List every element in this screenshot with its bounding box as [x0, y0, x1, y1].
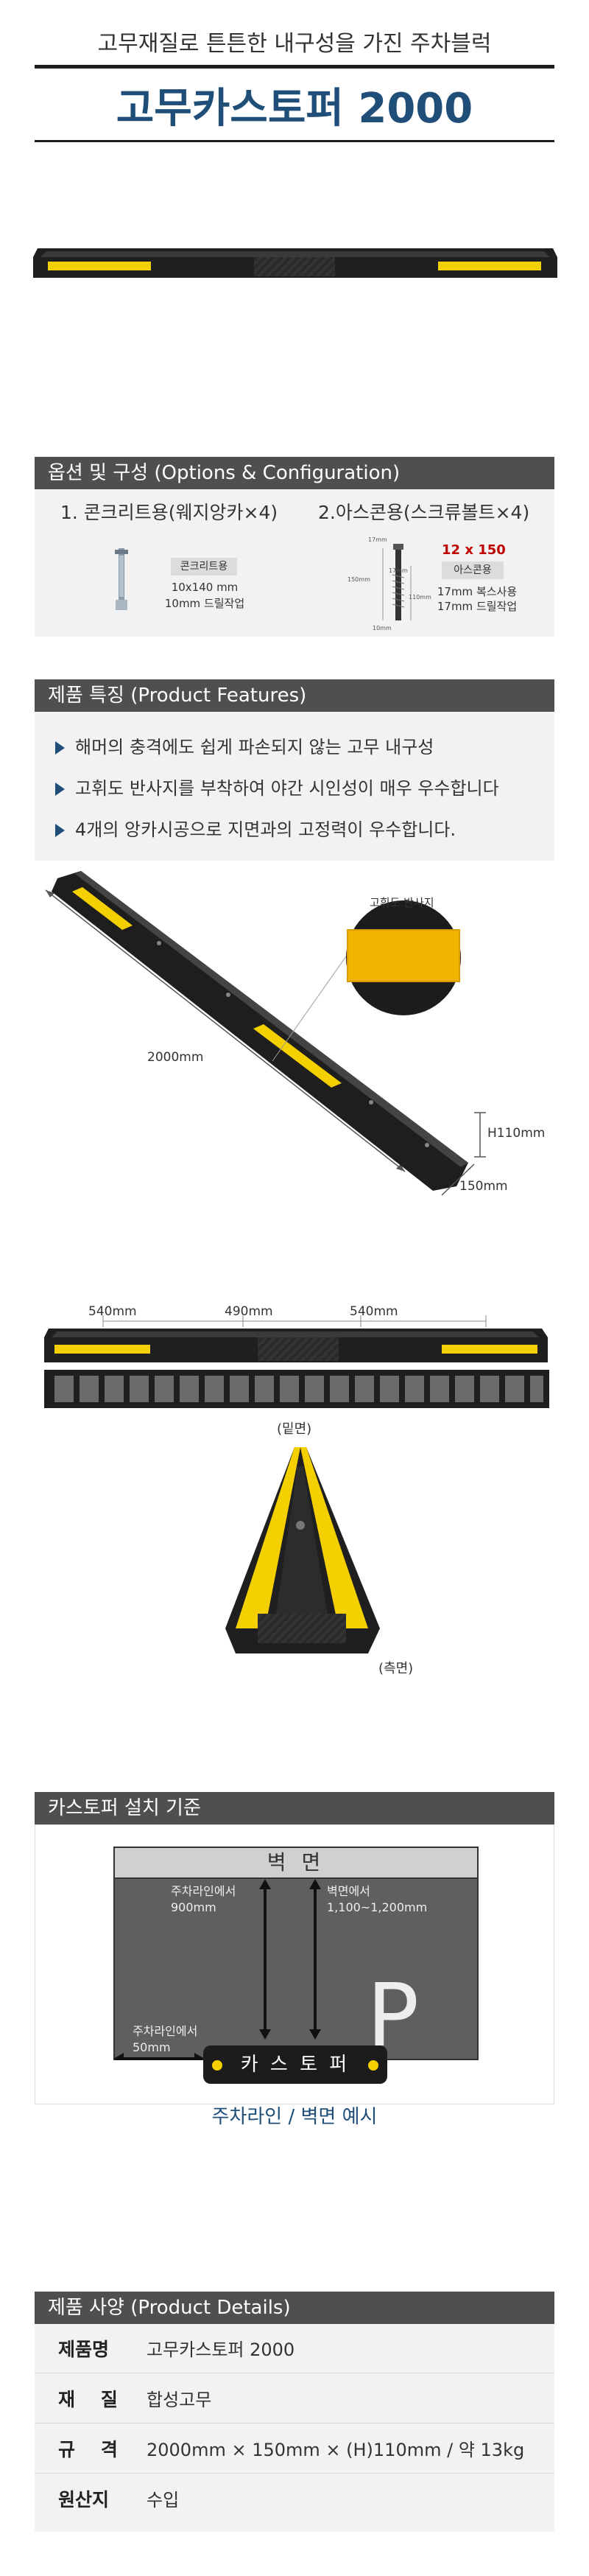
- header-divider-bottom: [35, 140, 554, 142]
- detail-row: 규 격 2000mm × 150mm × (H)110mm / 약 13kg: [35, 2427, 554, 2474]
- parking-area: [113, 1847, 479, 2060]
- bottom-view-caption: (밑면): [277, 1421, 312, 1437]
- header-divider-top: [35, 65, 554, 69]
- bolt-dim-bottom: 10mm: [373, 625, 392, 631]
- bolt-dim-side2: 110mm: [409, 594, 431, 601]
- height-label: H110mm: [487, 1126, 546, 1141]
- details-heading: 제품 사양 (Product Details): [35, 2292, 554, 2324]
- triangle-bullet-icon: [55, 824, 65, 837]
- asphalt-size: 12 x 150: [442, 542, 506, 558]
- spacing-label-3: 540mm: [350, 1304, 398, 1319]
- detail-key: 규 격: [58, 2439, 118, 2460]
- detail-row: 제품명 고무카스토퍼 2000: [35, 2327, 554, 2373]
- triangle-bullet-icon: [55, 741, 65, 755]
- reflector-dot-right: [368, 2060, 378, 2071]
- wedge-anchor-icon: [115, 548, 128, 610]
- install-caption: 주차라인 / 벽면 예시: [211, 2106, 378, 2128]
- bolt-dim-side1: 150mm: [348, 576, 370, 583]
- reflector-label: 고휘도 반사지: [370, 896, 434, 909]
- header-subtitle: 고무재질로 튼튼한 내구성을 가진 주차블럭: [97, 31, 492, 57]
- stopper-label: 카 스 토 퍼: [240, 2054, 350, 2076]
- parking-symbol-wrap: P: [113, 1847, 479, 2060]
- detail-value: 2000mm × 150mm × (H)110mm / 약 13kg: [147, 2440, 525, 2460]
- feature-text: 4개의 앙카시공으로 지면과의 고정력이 우수합니다.: [75, 819, 456, 840]
- feature-item-1: 해머의 충격에도 쉽게 파손되지 않는 고무 내구성: [55, 732, 434, 758]
- wall-label: 벽 면: [113, 1847, 479, 1879]
- line-to-top-label: 주차라인에서 900mm: [171, 1884, 236, 1914]
- options-heading: 옵션 및 구성 (Options & Configuration): [35, 457, 554, 489]
- features-heading: 제품 특징 (Product Features): [35, 679, 554, 712]
- install-heading: 카스토퍼 설치 기준: [35, 1792, 554, 1824]
- feature-text: 고휘도 반사지를 부착하여 야간 시인성이 매우 우수합니다: [75, 778, 499, 799]
- stopper-dimension-diagram: [45, 871, 486, 1196]
- spacing-label-2: 490mm: [225, 1304, 273, 1319]
- detail-key: 제품명: [58, 2339, 110, 2360]
- feature-text: 해머의 충격에도 쉽게 파손되지 않는 고무 내구성: [75, 737, 434, 757]
- parking-symbol: P: [367, 1964, 420, 2060]
- features-panel: [35, 712, 554, 861]
- bolt-dim-mid: 17mm: [389, 567, 408, 574]
- concrete-spec-2: 10mm 드릴작업: [164, 597, 245, 610]
- asphalt-spec-1: 17mm 복스사용: [437, 585, 518, 598]
- detail-row: 원산지 수입: [35, 2477, 554, 2523]
- concrete-spec-1: 10x140 mm: [171, 581, 239, 594]
- details-panel: [35, 2324, 554, 2532]
- page-title: 고무카스토퍼 2000: [116, 85, 473, 133]
- detail-value: 합성고무: [147, 2390, 212, 2410]
- length-label: 2000mm: [147, 1050, 204, 1065]
- detail-value: 고무카스토퍼 2000: [147, 2339, 295, 2360]
- option-concrete-title: 1. 콘크리트용(웨지앙카×4): [60, 502, 278, 523]
- bolt-dim-top: 17mm: [368, 536, 387, 543]
- asphalt-spec-2: 17mm 드릴작업: [437, 600, 518, 613]
- install-arrows: [113, 1879, 321, 2060]
- triangle-bullet-icon: [55, 783, 65, 796]
- line-side-label: 주차라인에서 50mm: [133, 2024, 198, 2054]
- stopper-side-view: [225, 1447, 380, 1653]
- wall-to-label: 벽면에서 1,100~1,200mm: [327, 1884, 428, 1914]
- feature-item-3: 4개의 앙카시공으로 지면과의 고정력이 우수합니다.: [55, 815, 456, 841]
- detail-key: 재 질: [58, 2389, 118, 2410]
- screw-bolt-icon: [382, 544, 412, 620]
- reflector-dot-left: [212, 2060, 222, 2071]
- stopper-block: [203, 2045, 387, 2084]
- option-asphalt-title: 2.아스콘용(스크류볼트×4): [318, 502, 530, 523]
- detail-value: 수입: [147, 2490, 180, 2510]
- stopper-spacing-diagram: [44, 1315, 549, 1408]
- concrete-tag: 콘크리트용: [171, 558, 237, 575]
- hero-stopper-image: [33, 248, 557, 278]
- width-label: 150mm: [459, 1179, 508, 1194]
- detail-key: 원산지: [58, 2489, 110, 2510]
- spacing-label-1: 540mm: [88, 1304, 137, 1319]
- side-view-caption: (측면): [378, 1661, 414, 1676]
- feature-item-2: 고휘도 반사지를 부착하여 야간 시인성이 매우 우수합니다: [55, 774, 499, 799]
- asphalt-tag: 아스콘용: [442, 561, 504, 579]
- detail-row: 재 질 합성고무: [35, 2377, 554, 2423]
